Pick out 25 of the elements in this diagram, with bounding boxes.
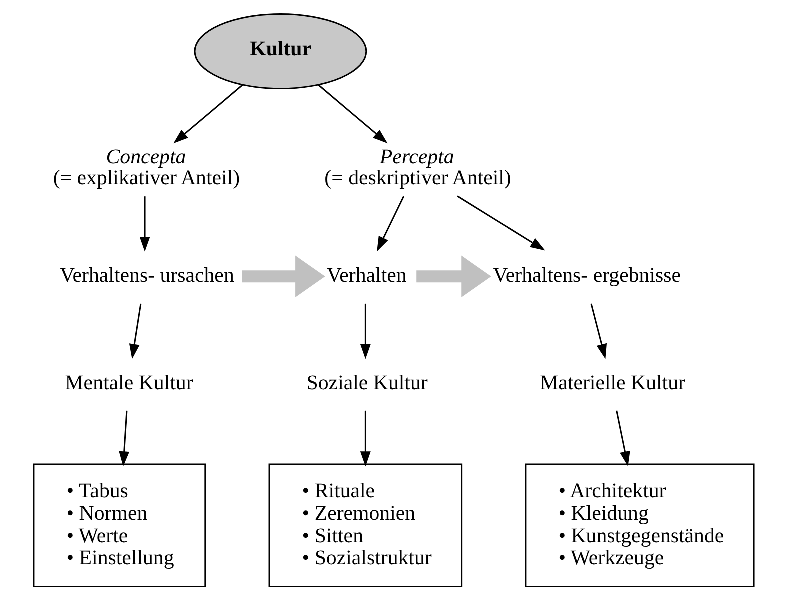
arrow [416, 256, 491, 298]
arrow [242, 256, 325, 298]
node-text: Verhalten [326, 263, 406, 288]
arrow [118, 410, 130, 467]
node-text: Soziale Kultur [306, 370, 428, 395]
node-box: • Rituale • Zeremonien • Sitten • Sozialstruktur [268, 464, 462, 588]
arrow [139, 196, 150, 252]
node-text: Materielle Kultur [540, 370, 685, 395]
node-ellipse: Kultur [194, 14, 367, 90]
arrow [616, 410, 630, 467]
arrow [360, 304, 370, 360]
arrow [173, 84, 243, 144]
node-text: Verhaltens- ergebnisse [492, 263, 681, 288]
node-text: Mentale Kultur [64, 370, 193, 395]
node-box: • Tabus • Normen • Werte • Einstellung [32, 464, 206, 588]
arrow [318, 84, 388, 144]
arrow [360, 410, 370, 467]
node-text: Percepta (= deskriptiver Anteil) [324, 144, 511, 190]
arrow [376, 196, 404, 252]
arrow [128, 304, 142, 360]
arrow [456, 196, 545, 251]
arrow [590, 304, 606, 360]
node-box: • Architektur • Kleidung • Kunstgegenstände • Werkzeuge [524, 464, 754, 588]
node-text: Verhaltens- ursachen [60, 263, 234, 288]
node-text: Concepta (= explikativer Anteil) [52, 144, 240, 190]
